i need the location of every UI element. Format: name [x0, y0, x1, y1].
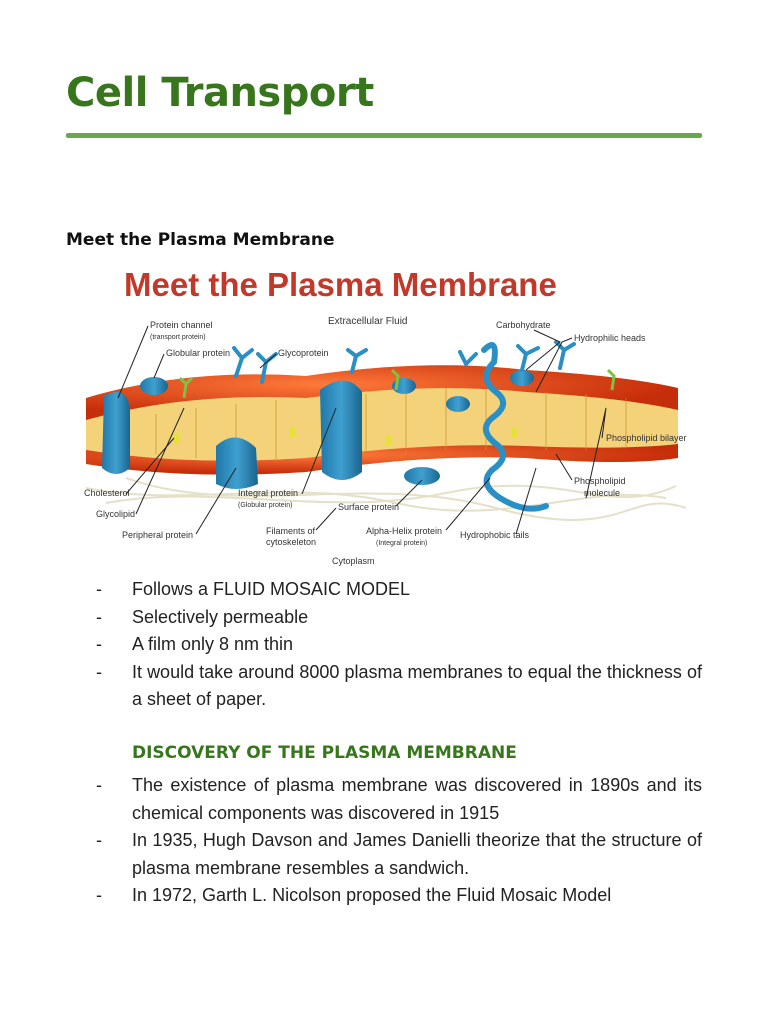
label-transport-protein: (transport protein) — [150, 334, 206, 341]
list-item: -Follows a FLUID MOSAIC MODEL — [96, 579, 411, 599]
list-item: -Selectively permeable — [96, 606, 309, 627]
label-alpha-helix: Alpha-Helix protein — [366, 526, 442, 536]
phospholipid-bilayer — [86, 365, 678, 475]
list-item: -The existence of plasma membrane was di… — [96, 775, 702, 823]
alpha-helix-protein — [481, 342, 549, 512]
cytoskeleton-filaments — [85, 477, 687, 521]
label-hydrophobic-tails: Hydrophobic tails — [460, 530, 530, 540]
label-peripheral-protein: Peripheral protein — [122, 530, 193, 540]
label-cytoplasm: Cytoplasm — [332, 556, 375, 566]
label-integral-protein-paren: (Integral protein) — [376, 540, 427, 547]
label-globular-protein: Globular protein — [166, 348, 230, 358]
list-item: -A film only 8 nm thin — [96, 634, 294, 654]
label-glycolipid: Glycolipid — [96, 509, 135, 519]
label-cholesterol: Cholesterol — [84, 488, 130, 498]
label-glycoprotein: Glycoprotein — [278, 348, 329, 358]
label-surface-protein: Surface protein — [338, 502, 399, 512]
page-title: Cell Transport — [66, 70, 374, 116]
label-filaments-1: Filaments of — [266, 526, 316, 536]
membrane-facts-list: -Follows a FLUID MOSAIC MODEL -Selective… — [96, 576, 702, 714]
list-item: -In 1972, Garth L. Nicolson proposed the… — [96, 885, 612, 905]
label-protein-channel: Protein channel — [150, 320, 213, 330]
list-item: -In 1935, Hugh Davson and James Danielli… — [96, 830, 702, 878]
title-underline — [66, 133, 702, 138]
label-phospholipid-bilayer: Phospholipid bilayer — [606, 433, 687, 443]
label-extracellular-fluid: Extracellular Fluid — [328, 316, 407, 327]
membrane-proteins — [102, 370, 534, 489]
label-leader-lines — [117, 325, 607, 535]
label-phospholipid-molecule-1: Phospholipid — [574, 476, 626, 486]
glycolipid-chains — [178, 368, 616, 399]
cholesterol-markers — [174, 428, 517, 445]
label-integral-protein: Integral protein — [238, 488, 298, 498]
label-carbohydrate: Carbohydrate — [496, 320, 551, 330]
figure-heading: Meet the Plasma Membrane — [124, 266, 557, 303]
section-subheading: Meet the Plasma Membrane — [66, 230, 335, 250]
plasma-membrane-diagram: Meet the Plasma Membrane — [66, 258, 702, 572]
label-filaments-2: cytoskeleton — [266, 537, 316, 547]
discovery-heading: DISCOVERY OF THE PLASMA MEMBRANE — [132, 743, 517, 763]
label-hydrophilic-heads: Hydrophilic heads — [574, 333, 646, 343]
list-item: -It would take around 8000 plasma membra… — [96, 661, 702, 710]
label-phospholipid-molecule-2: molecule — [584, 488, 620, 498]
label-globular-protein-paren: (Globular protein) — [238, 502, 292, 509]
carbohydrate-chains — [232, 340, 576, 384]
discovery-list: -The existence of plasma membrane was di… — [96, 772, 702, 910]
